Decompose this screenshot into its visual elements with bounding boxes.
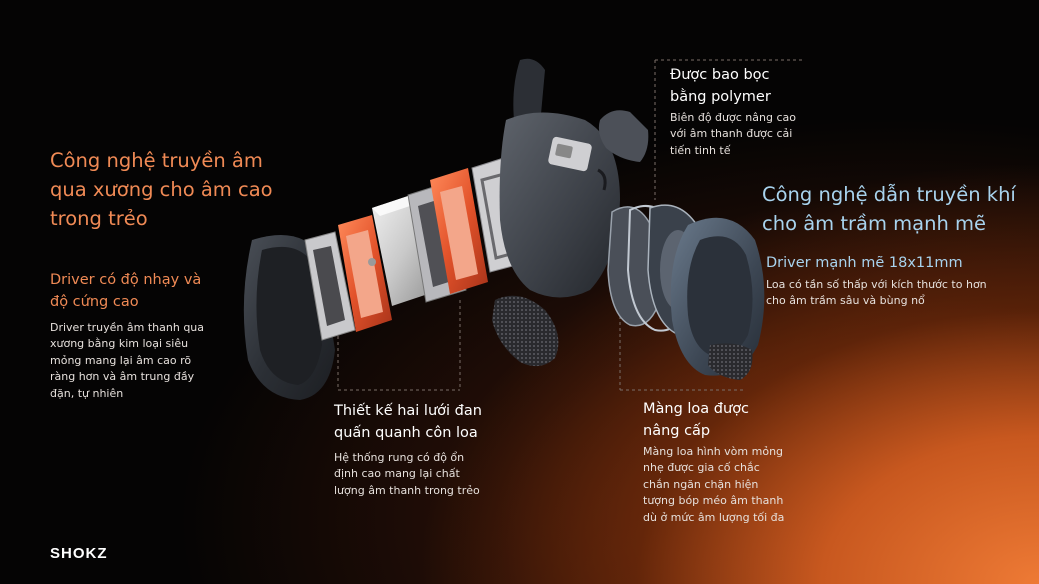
right-description-line-1: Loa có tần số thấp với kích thước to hơn <box>766 278 987 291</box>
top-callout-description: Biên độ được nâng cao với âm thanh được … <box>670 110 812 159</box>
left-subtitle-line-2: độ cứng cao <box>50 294 139 310</box>
left-description-block: Driver truyền âm thanh qua xương bằng ki… <box>50 320 232 402</box>
right-headline-block: Công nghệ dẫn truyền khí cho âm trầm mạn… <box>762 180 1032 238</box>
left-description-line-5: đặn, tự nhiên <box>50 386 124 400</box>
right-headline-line-2: cho âm trầm mạnh mẽ <box>762 212 987 235</box>
left-subtitle-line-1: Driver có độ nhạy và <box>50 272 202 288</box>
top-callout-description-line-1: Biên độ được nâng cao <box>670 111 796 124</box>
right-description-line-2: cho âm trầm sâu và bùng nổ <box>766 294 925 308</box>
top-callout-description-line-3: tiến tinh tế <box>670 143 731 157</box>
top-callout-title: Được bao bọc bằng polymer <box>670 64 820 108</box>
bottom-right-callout-title-line-2: nâng cấp <box>643 423 711 439</box>
center-callout-description-line-2: định cao mang lại chất <box>334 467 460 481</box>
guide-lines <box>337 59 805 391</box>
center-callout-description: Hệ thống rung có độ ổn định cao mang lại… <box>334 450 491 499</box>
left-description-line-4: ràng hơn và âm trung đầy <box>50 370 195 384</box>
bottom-right-callout-description: Màng loa hình vòm mỏng nhẹ được gia cố c… <box>643 444 799 526</box>
top-callout-title-line-1: Được bao bọc <box>670 67 770 83</box>
left-headline-block: Công nghệ truyền âm qua xương cho âm cao… <box>50 146 310 233</box>
outer-speaker-housing-part <box>670 217 765 380</box>
left-headline-line-3: trong trẻo <box>50 207 148 230</box>
center-callout-description-line-3: lượng âm thanh trong trẻo <box>334 483 480 497</box>
bracket-frame-part <box>304 231 356 341</box>
right-subtitle: Driver mạnh mẽ 18x11mm <box>766 255 963 271</box>
left-headline-line-1: Công nghệ truyền âm <box>50 149 263 172</box>
bottom-right-callout-description-line-4: tượng bóp méo âm thanh <box>643 494 784 508</box>
center-callout-title-line-1: Thiết kế hai lưới đan <box>334 403 482 419</box>
mesh-grille-part <box>492 295 559 367</box>
top-callout-description-line-2: với âm thanh được cải <box>670 127 793 141</box>
copper-coil-part-2 <box>430 168 488 294</box>
center-callout-title-line-2: quấn quanh côn loa <box>334 425 478 441</box>
left-description-line-2: xương bằng kim loại siêu <box>50 337 189 351</box>
center-callout-title: Thiết kế hai lưới đan quấn quanh côn loa <box>334 400 514 444</box>
left-subtitle-block: Driver có độ nhạy và độ cứng cao <box>50 269 250 313</box>
center-callout-description-line-1: Hệ thống rung có độ ổn <box>334 451 465 464</box>
left-headline-line-2: qua xương cho âm cao <box>50 178 273 201</box>
bottom-right-callout-description-line-2: nhẹ được gia cố chắc <box>643 461 760 475</box>
bottom-right-callout-title-line-1: Màng loa được <box>643 401 750 417</box>
polymer-cap-part <box>598 110 649 162</box>
left-description-line-1: Driver truyền âm thanh qua <box>50 321 205 334</box>
main-body-part <box>499 58 620 298</box>
bottom-right-callout-description-line-3: chắn ngăn chặn hiện <box>643 477 759 491</box>
brand-logo: SHOKZ <box>50 545 108 562</box>
left-description-line-3: mỏng mang lại âm cao rõ <box>50 353 192 367</box>
right-description-block: Loa có tần số thấp với kích thước to hơn… <box>766 277 1021 310</box>
bottom-right-callout-description-line-5: dù ở mức âm lượng tối đa <box>643 510 785 524</box>
top-callout-title-line-2: bằng polymer <box>670 89 771 105</box>
right-headline-line-1: Công nghệ dẫn truyền khí <box>762 183 1016 206</box>
bottom-right-callout-description-line-1: Màng loa hình vòm mỏng <box>643 445 784 458</box>
copper-coil-part-1 <box>338 215 392 332</box>
bottom-right-callout-title: Màng loa được nâng cấp <box>643 398 813 442</box>
